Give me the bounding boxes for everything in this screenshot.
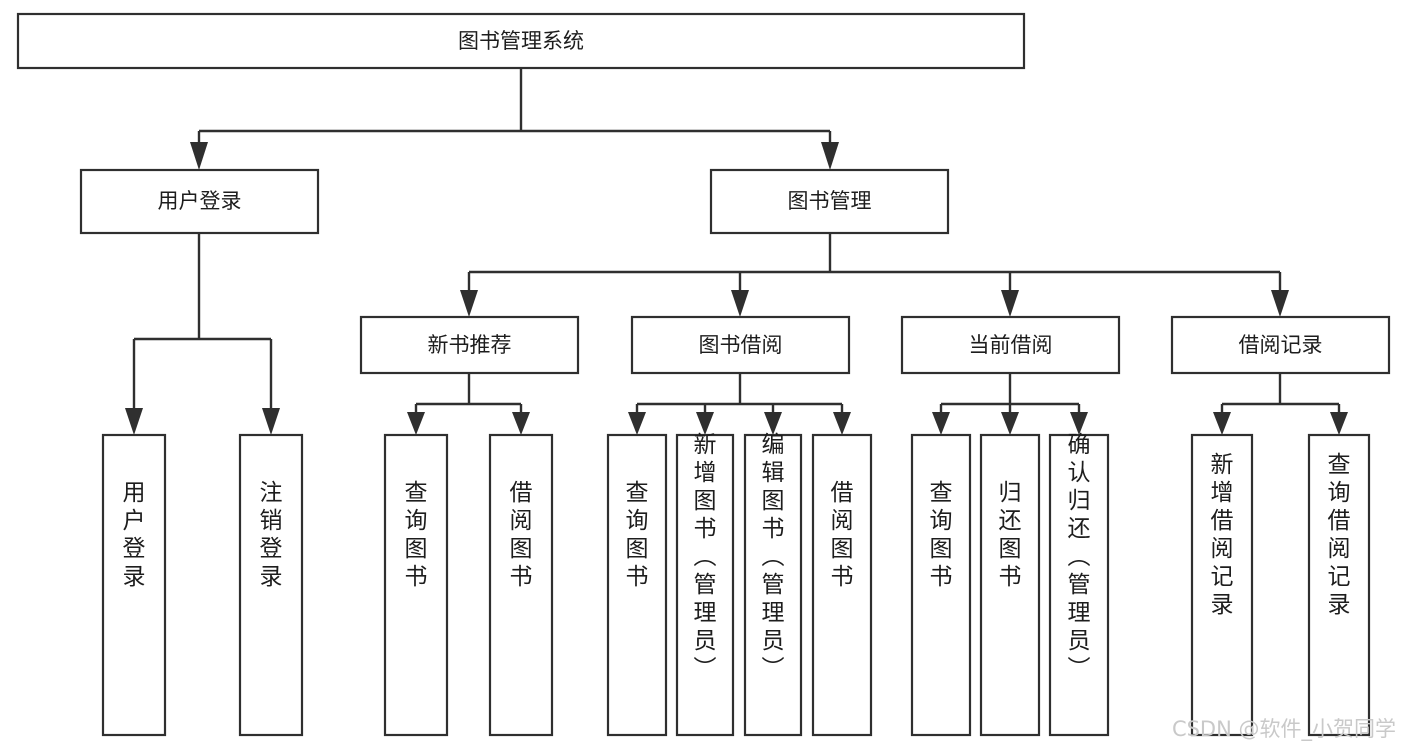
node-book-manage-box[interactable] bbox=[709, 168, 950, 235]
connector-group-book-manage bbox=[460, 233, 1289, 317]
connector-group-current-borrow bbox=[932, 373, 1088, 435]
arrow-head-icon bbox=[125, 408, 143, 435]
watermark: CSDN @软件_小贺同学 bbox=[1172, 717, 1396, 742]
leaf-label-vertical: 借阅图书 bbox=[510, 480, 533, 590]
arrow-head-icon bbox=[407, 412, 425, 435]
node-user-login-label: 用户登录 bbox=[158, 189, 242, 213]
leaf-box[interactable] bbox=[979, 433, 1041, 737]
leaf-label-vertical: 新增图书︵管理员︶ bbox=[694, 432, 717, 682]
leaf-new-book-2[interactable]: 借阅图书 bbox=[488, 433, 554, 737]
leaf-book-borrow-3[interactable]: 编辑图书︵管理员︶ bbox=[743, 432, 803, 737]
node-book-borrow[interactable]: 图书借阅 bbox=[630, 315, 851, 375]
arrow-head-icon bbox=[628, 412, 646, 435]
connector-group-new-book bbox=[407, 373, 530, 435]
node-new-book-recommend[interactable]: 新书推荐 bbox=[359, 315, 580, 375]
leaf-box[interactable] bbox=[238, 433, 304, 737]
arrow-head-icon bbox=[190, 142, 208, 170]
leaf-label-vertical: 编辑图书︵管理员︶ bbox=[762, 432, 785, 682]
node-borrow-record-box[interactable] bbox=[1170, 315, 1391, 375]
leaf-book-borrow-1[interactable]: 查询图书 bbox=[606, 433, 668, 737]
leaf-label-vertical: 新增借阅记录 bbox=[1211, 452, 1234, 618]
connector-group-root bbox=[190, 68, 839, 170]
arrow-head-icon bbox=[1330, 412, 1348, 435]
arrow-head-icon bbox=[1070, 412, 1088, 435]
leaf-label-vertical: 确认归还︵管理员︶ bbox=[1068, 432, 1091, 682]
leaf-current-borrow-3[interactable]: 确认归还︵管理员︶ bbox=[1048, 432, 1110, 737]
leaf-user-login-2[interactable]: 注销登录 bbox=[238, 433, 304, 737]
arrow-head-icon bbox=[1001, 412, 1019, 435]
leaf-label-vertical: 归还图书 bbox=[999, 480, 1022, 590]
leaf-label-vertical: 借阅图书 bbox=[831, 480, 854, 590]
node-book-borrow-label: 图书借阅 bbox=[699, 333, 783, 357]
leaf-label-vertical: 查询借阅记录 bbox=[1328, 452, 1351, 618]
leaf-book-borrow-4[interactable]: 借阅图书 bbox=[811, 433, 873, 737]
leaf-label-vertical: 注销登录 bbox=[260, 480, 283, 590]
leaf-box[interactable] bbox=[910, 433, 972, 737]
connector-group-user-login bbox=[125, 233, 280, 435]
connector-group-book-borrow bbox=[628, 373, 851, 435]
node-book-manage-label: 图书管理 bbox=[788, 189, 872, 213]
leaf-box[interactable] bbox=[488, 433, 554, 737]
arrow-head-icon bbox=[764, 412, 782, 435]
arrow-head-icon bbox=[696, 412, 714, 435]
arrow-head-icon bbox=[932, 412, 950, 435]
arrow-head-icon bbox=[731, 290, 749, 317]
leaf-box[interactable] bbox=[1048, 433, 1110, 737]
node-user-login[interactable]: 用户登录 bbox=[79, 168, 320, 235]
arrow-head-icon bbox=[1001, 290, 1019, 317]
leaf-book-borrow-2[interactable]: 新增图书︵管理员︶ bbox=[675, 432, 735, 737]
leaf-box[interactable] bbox=[1307, 433, 1371, 737]
leaf-borrow-record-1[interactable]: 新增借阅记录 bbox=[1190, 433, 1254, 737]
leaf-current-borrow-1[interactable]: 查询图书 bbox=[910, 433, 972, 737]
leaf-box[interactable] bbox=[675, 433, 735, 737]
node-root-label: 图书管理系统 bbox=[458, 29, 584, 53]
arrow-head-icon bbox=[512, 412, 530, 435]
node-root-box[interactable] bbox=[16, 12, 1026, 70]
node-current-borrow[interactable]: 当前借阅 bbox=[900, 315, 1121, 375]
leaf-box[interactable] bbox=[606, 433, 668, 737]
node-new-book-recommend-label: 新书推荐 bbox=[428, 333, 512, 357]
leaf-current-borrow-2[interactable]: 归还图书 bbox=[979, 433, 1041, 737]
node-root[interactable]: 图书管理系统 bbox=[16, 12, 1026, 70]
node-book-manage[interactable]: 图书管理 bbox=[709, 168, 950, 235]
node-book-borrow-box[interactable] bbox=[630, 315, 851, 375]
arrow-head-icon bbox=[460, 290, 478, 317]
leaf-label-vertical: 用户登录 bbox=[123, 480, 146, 590]
node-new-book-recommend-box[interactable] bbox=[359, 315, 580, 375]
leaf-new-book-1[interactable]: 查询图书 bbox=[383, 433, 449, 737]
leaf-box[interactable] bbox=[101, 433, 167, 737]
node-user-login-box[interactable] bbox=[79, 168, 320, 235]
leaf-user-login-1[interactable]: 用户登录 bbox=[101, 433, 167, 737]
leaf-box[interactable] bbox=[1190, 433, 1254, 737]
node-current-borrow-label: 当前借阅 bbox=[969, 333, 1053, 357]
leaf-box[interactable] bbox=[383, 433, 449, 737]
leaf-label-vertical: 查询图书 bbox=[626, 480, 649, 590]
node-borrow-record[interactable]: 借阅记录 bbox=[1170, 315, 1391, 375]
node-current-borrow-box[interactable] bbox=[900, 315, 1121, 375]
arrow-head-icon bbox=[262, 408, 280, 435]
node-borrow-record-label: 借阅记录 bbox=[1239, 333, 1323, 357]
leaf-borrow-record-2[interactable]: 查询借阅记录 bbox=[1307, 433, 1371, 737]
leaf-label-vertical: 查询图书 bbox=[930, 480, 953, 590]
arrow-head-icon bbox=[821, 142, 839, 170]
arrow-head-icon bbox=[1213, 412, 1231, 435]
connector-group-borrow-record bbox=[1213, 373, 1348, 435]
arrow-head-icon bbox=[1271, 290, 1289, 317]
arrow-head-icon bbox=[833, 412, 851, 435]
leaf-label-vertical: 查询图书 bbox=[405, 480, 428, 590]
leaf-box[interactable] bbox=[811, 433, 873, 737]
leaf-box[interactable] bbox=[743, 433, 803, 737]
